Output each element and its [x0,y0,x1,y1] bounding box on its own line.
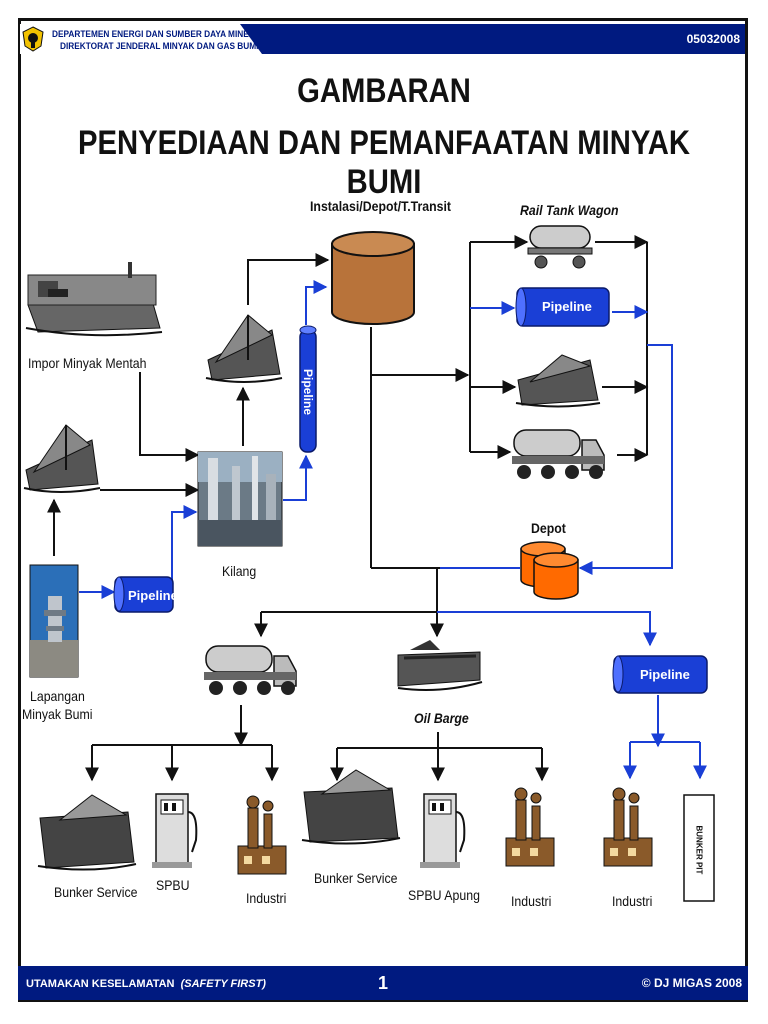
footer-left: UTAMAKAN KESELAMATAN (SAFETY FIRST) [26,978,266,990]
label-industri-3: Industri [612,893,653,909]
pipeline-vertical-label: Pipeline [301,369,315,416]
label-spbu-apung: SPBU Apung [408,887,480,903]
emblem-logo [22,26,44,52]
pipeline-top-right-label: Pipeline [542,299,592,314]
bunker-ship-icon [37,794,137,871]
label-lapangan-1: Lapangan [30,688,85,704]
label-oil-barge: Oil Barge [414,710,469,726]
label-industri-1: Industri [246,890,287,906]
ship-icon [205,314,283,383]
title-line-1: GAMBARAN [297,72,471,110]
header-line-2: DIREKTORAT JENDERAL MINYAK DAN GAS BUMI [60,41,259,51]
depot-tanks-icon [520,541,579,600]
label-depot: Depot [531,520,566,536]
pipeline-bottom-right-shape [612,655,708,694]
doc-code: 05032008 [686,32,740,46]
label-depot-transit: Instalasi/Depot/T.Transit [310,198,452,214]
fuel-pump-icon [420,793,466,868]
label-industri-2: Industri [511,893,552,909]
pipeline-bottom-left-label: Pipeline [128,588,178,603]
label-bunker-service-1: Bunker Service [54,884,138,900]
footer-copyright: © DJ MIGAS 2008 [641,976,742,990]
ship-icon [23,424,101,493]
tank-truck-icon [204,645,297,695]
label-spbu: SPBU [156,877,190,893]
oil-field-icon [29,564,79,678]
label-kilang: Kilang [222,563,257,579]
storage-tank-icon [331,231,415,325]
footer-band [18,966,748,1000]
pipeline-top-right-shape [515,287,610,327]
rail-tank-wagon-icon [527,225,593,269]
emblem-icon [22,26,44,52]
tank-truck-icon [512,429,605,479]
footer-left-italic: (SAFETY FIRST) [180,978,266,990]
label-bunker-pit: BUNKER PIT [694,825,704,875]
label-bunker-service-2: Bunker Service [314,870,398,886]
pipeline-bottom-left-shape [113,576,174,613]
label-rail-tank-wagon: Rail Tank Wagon [520,202,619,218]
pipeline-vertical-shape [299,325,317,453]
bunker-ship-icon [301,769,401,845]
factory-icon [505,787,555,867]
fuel-pump-icon [152,793,198,868]
factory-icon [603,787,653,867]
refinery-icon [197,451,283,547]
label-lapangan-2: Minyak Bumi [22,706,93,722]
label-impor: Impor Minyak Mentah [28,355,147,371]
black-flow-lines [47,235,649,782]
factory-icon [237,795,287,875]
blue-flow-lines [79,280,707,780]
title-line-2: PENYEDIAAN DAN PEMANFAATAN MINYAK BUMI [78,124,690,201]
ship-icon [515,354,601,408]
page-number: 1 [378,973,389,993]
pipeline-bottom-right-label: Pipeline [640,667,690,682]
oil-barge-icon [397,640,483,691]
tanker-ship-icon [25,262,163,337]
header-line-1: DEPARTEMEN ENERGI DAN SUMBER DAYA MINERA… [52,29,266,39]
bunker-pit-box [683,794,715,902]
